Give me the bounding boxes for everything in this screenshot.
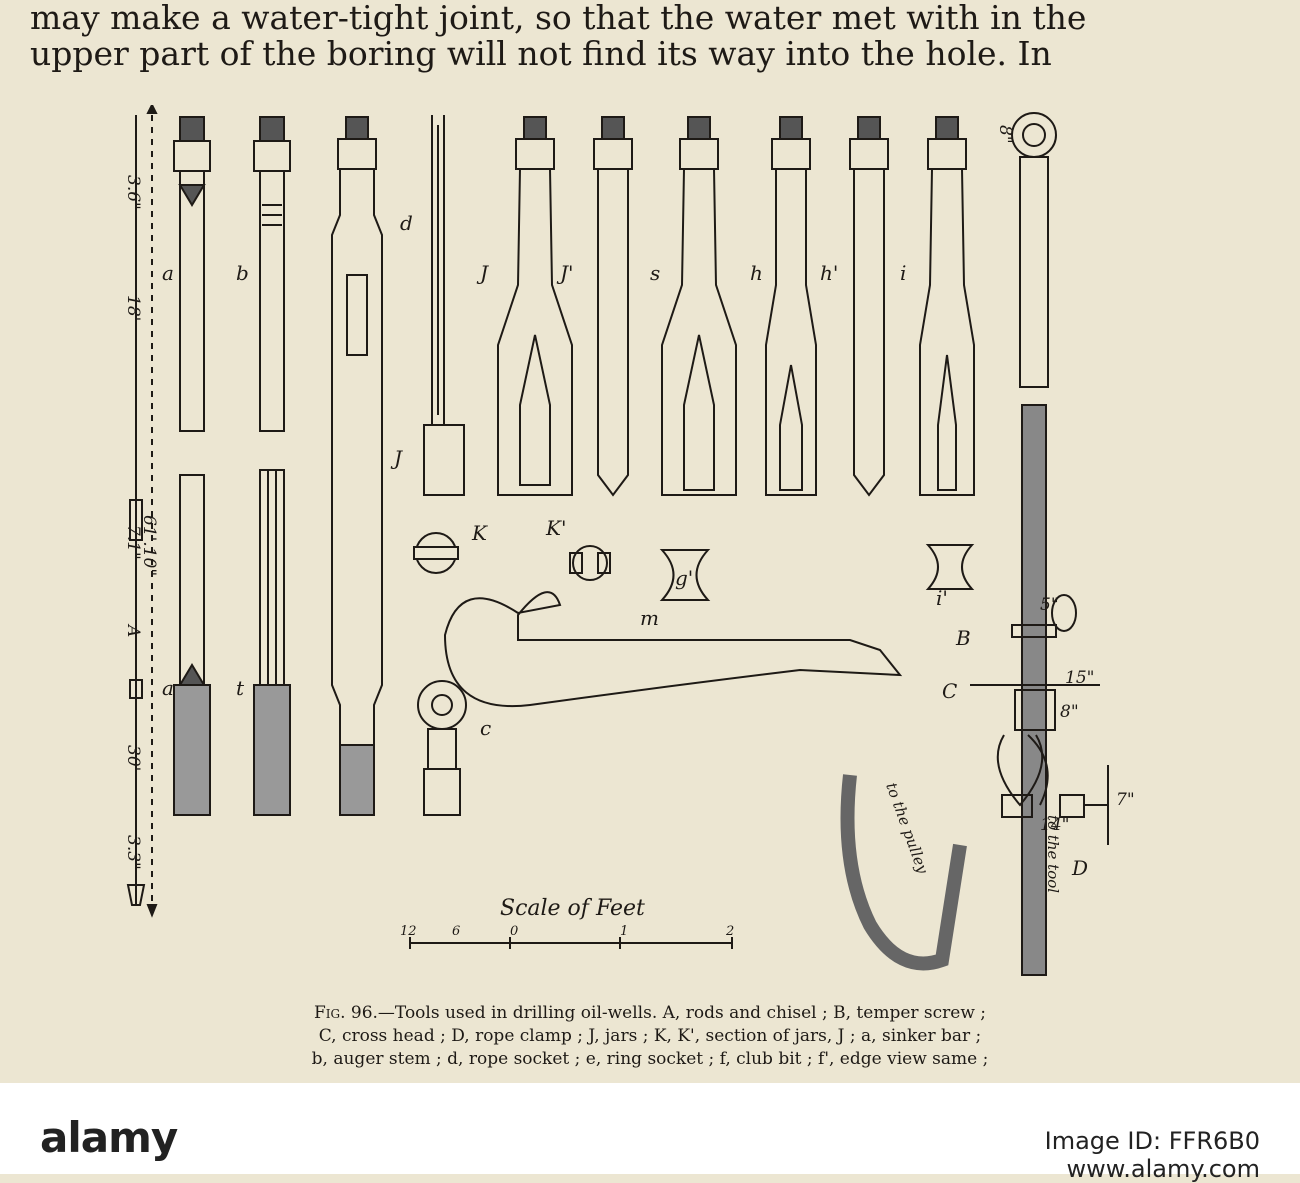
section-g-prime [659,549,711,601]
label-g-prime: g' [675,566,693,590]
tool-jars [331,116,383,816]
tool-wrench-m [443,591,903,708]
body-text-line-1: may make a water-tight joint, so that th… [30,0,1087,37]
label-B: B [955,626,971,650]
caption-fig-number: Fig. 96. [313,1003,378,1023]
arrow-top-icon [146,105,158,114]
label-C: C [942,679,957,703]
label-b-top: b [236,261,249,285]
dim-5: 5" [1040,595,1059,615]
body-text: may make a water-tight joint, so that th… [30,0,1280,72]
label-m: m [640,606,659,630]
book-page: may make a water-tight joint, so that th… [30,0,1280,1071]
rod-A-tip [126,884,146,906]
stock-id: Image ID: FFR6B0 www.alamy.com [1045,1127,1260,1183]
rope-tool-text: to the tool [1044,815,1062,893]
scale-tick-6: 6 [452,924,460,939]
dim-18: 18' [123,295,143,321]
scale-tick-0: 0 [510,924,518,939]
section-K [413,532,459,574]
section-i-prime [925,544,975,590]
rope-pulley-text: to the pulley [882,780,932,876]
body-text-line-2: upper part of the boring will not find i… [30,34,1052,73]
tool-chisel-h-prime [849,116,889,497]
dim-3-3: 3.3" [123,835,143,870]
figure-caption: Fig. 96.—Tools used in drilling oil-well… [60,1002,1240,1071]
dim-A: A [123,623,143,637]
tool-chisel-J-prime [593,116,633,497]
tool-chisel-h [765,116,817,496]
label-J-prime: J' [556,261,574,285]
stock-footer: alamy Image ID: FFR6B0 www.alamy.com [0,1083,1300,1183]
label-s: s [650,261,660,285]
label-K-prime: K' [545,516,566,540]
label-h-prime: h' [820,261,838,285]
label-d: d [400,211,413,235]
stock-url: www.alamy.com [1066,1155,1260,1183]
scale-tick-1: 1 [620,924,628,939]
arrow-bottom-icon [146,904,158,918]
dim-3-6: 3.6" [123,175,143,210]
label-i-prime: i' [936,586,948,610]
caption-line-1-text: —Tools used in drilling oil-wells. A, ro… [377,1003,987,1023]
tool-temper-screw [840,112,1109,976]
label-h: h [750,261,763,285]
scale-tick-12: 12 [400,924,417,939]
image-id: Image ID: FFR6B0 [1044,1127,1260,1155]
dim-61-10: 61'.10" [139,515,159,576]
rod-A-joint-2 [129,679,143,699]
label-a-bottom: a [162,676,174,700]
scale-title: Scale of Feet [500,896,645,921]
label-K: K [471,521,488,545]
dim-15: 15" [1065,668,1094,688]
dim-8b: 8" [1060,702,1079,722]
dim-8: 8" [995,125,1015,144]
tool-sinker-bar [173,116,211,816]
label-J-jars: J [390,446,403,470]
dim-7-1: 7.1" [123,525,143,560]
dim-14: 14" [1040,815,1069,835]
label-D: D [1071,856,1088,880]
alamy-logo: alamy [40,1113,178,1162]
rod-A-joint [129,499,143,541]
label-i: i [900,261,906,285]
tool-rope-socket [423,115,465,496]
label-a-top: a [162,261,174,285]
scale-tick-2: 2 [725,924,734,939]
tool-ring-socket [417,680,467,816]
tool-chisel-J [497,116,573,496]
section-K-prime [569,545,611,581]
caption-line-3: b, auger stem ; d, rope socket ; e, ring… [311,1049,989,1069]
caption-line-2: C, cross head ; D, rope clamp ; J, jars … [318,1026,982,1046]
label-c: c [480,716,491,740]
tool-chisel-s [661,116,737,496]
label-J: J [476,261,489,285]
tool-chisel-i [919,116,975,496]
label-t: t [236,676,245,700]
tool-auger-stem [253,116,291,816]
tools-figure: a b d J J' s h h' i a t J K K' g' i' m c… [123,105,1135,976]
caption-line-1: Fig. 96.—Tools used in drilling oil-well… [60,1002,1240,1025]
dim-30: 30' [123,745,143,771]
dim-7: 7" [1116,790,1135,810]
